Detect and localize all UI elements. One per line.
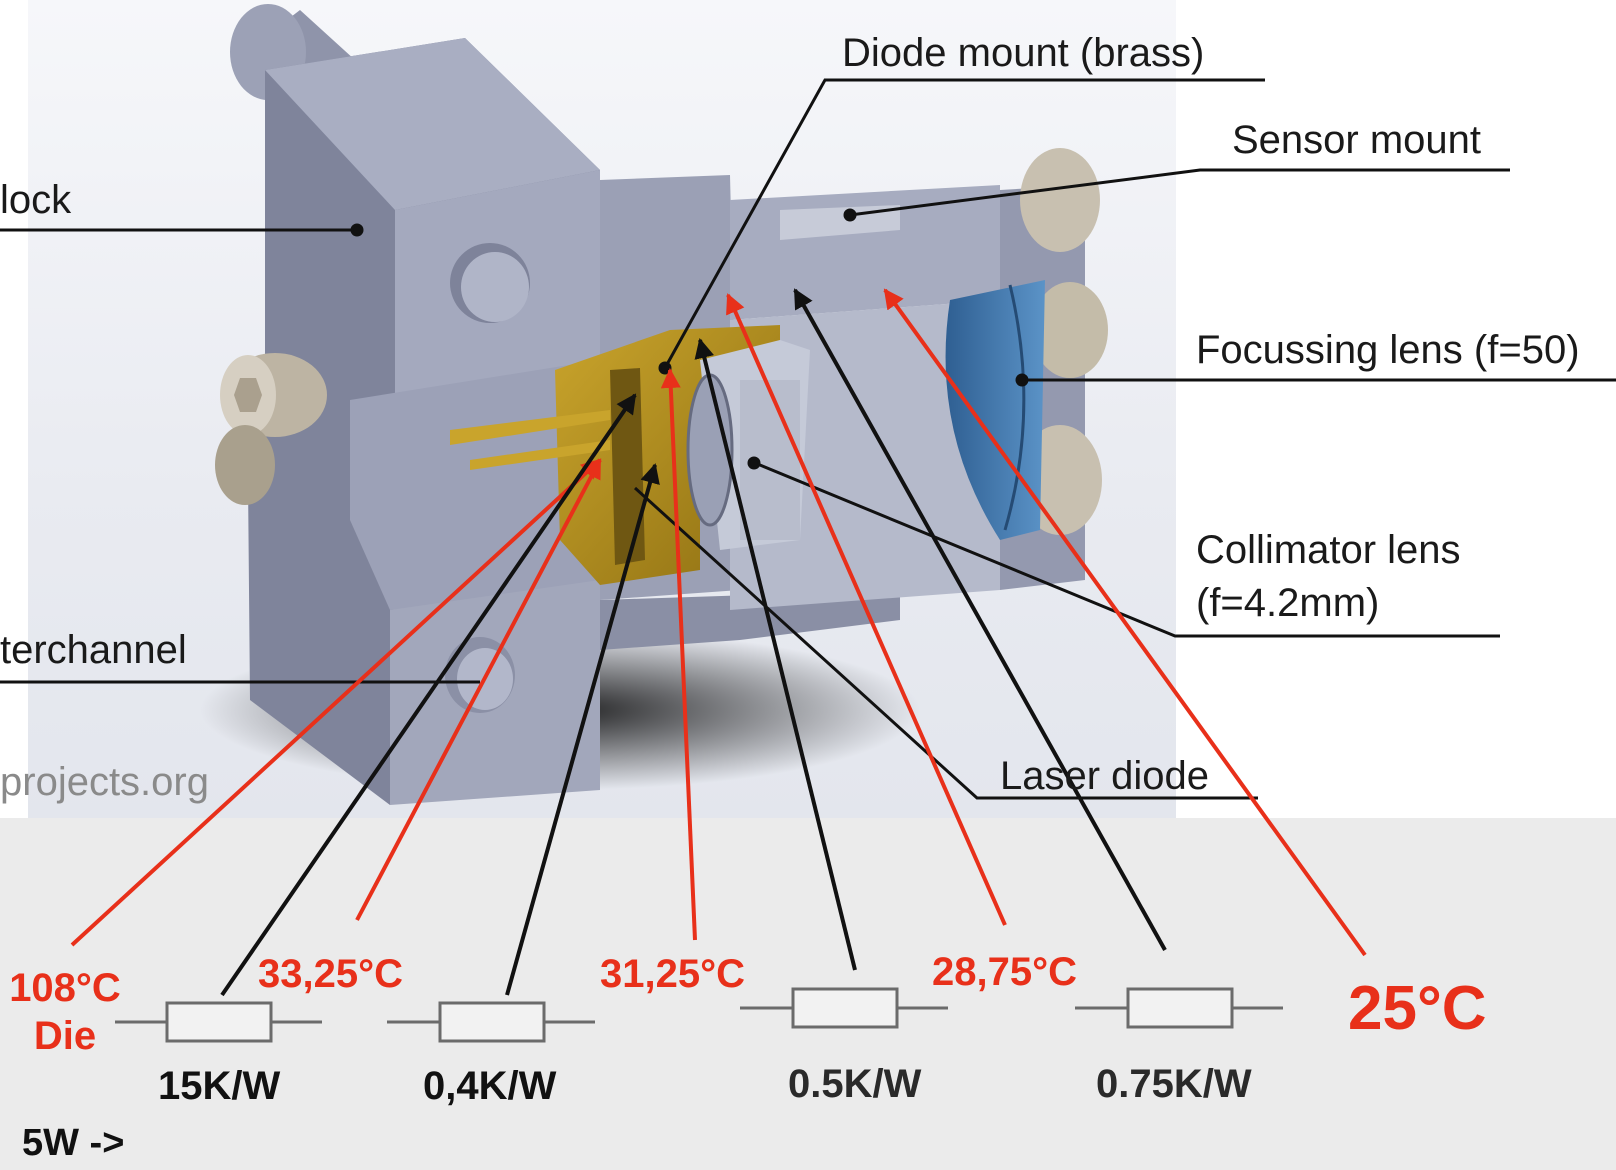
collimator-lens xyxy=(686,340,810,550)
focussing-lens-label: Focussing lens (f=50) xyxy=(1196,328,1580,372)
resistor-0-5kw xyxy=(740,987,948,1029)
die-temp-value: 108°C xyxy=(9,966,121,1010)
block-label: lock xyxy=(0,178,72,222)
diode-mount-brass xyxy=(450,325,780,585)
collimator-lens-focal-label: (f=4.2mm) xyxy=(1196,581,1380,625)
collimator-lens-label: Collimator lens xyxy=(1196,528,1461,572)
sensor-mount-label: Sensor mount xyxy=(1232,118,1482,162)
die-temperature: 108°C Die xyxy=(5,964,125,1060)
temp-33-25: 33,25°C xyxy=(258,952,403,996)
resistance-0-5kw: 0.5K/W xyxy=(788,1062,922,1106)
resistance-arrows xyxy=(220,288,1167,997)
resistance-0-4kw: 0,4K/W xyxy=(423,1064,557,1108)
diode-mount-label: Diode mount (brass) xyxy=(842,31,1205,75)
watermark: projects.org xyxy=(0,760,209,804)
waterchannel-label: terchannel xyxy=(0,628,187,672)
temperature-arrows xyxy=(70,288,1367,957)
power-input: 5W -> xyxy=(22,1122,125,1164)
resistance-15kw: 15K/W xyxy=(158,1064,281,1108)
resistance-0-75kw: 0.75K/W xyxy=(1096,1062,1252,1106)
screw-left xyxy=(215,353,327,505)
resistor-0-4kw xyxy=(387,1001,595,1043)
label-leaders xyxy=(0,78,1616,800)
laser-diode-label: Laser diode xyxy=(1000,754,1210,798)
die-label: Die xyxy=(33,1014,97,1058)
resistor-0-75kw xyxy=(1075,987,1283,1029)
temp-31-25: 31,25°C xyxy=(600,952,745,996)
temp-ambient: 25°C xyxy=(1348,974,1487,1043)
temp-28-75: 28,75°C xyxy=(932,950,1077,994)
resistor-15kw xyxy=(115,1001,322,1043)
